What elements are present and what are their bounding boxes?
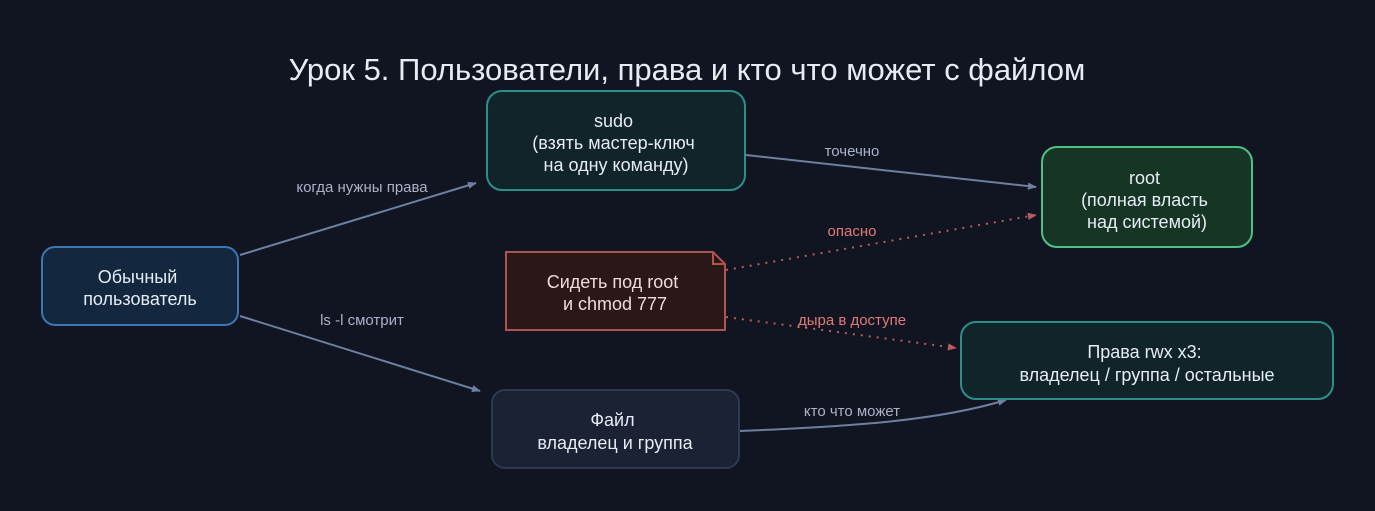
node-root-line-2: (полная власть: [1081, 190, 1208, 210]
node-perms-text: Права rwx x3: владелец / группа / осталь…: [1019, 342, 1274, 385]
node-warning-box: [505, 251, 726, 331]
edges: [239, 154, 1037, 432]
node-sudo-line-1: sudo: [594, 111, 633, 131]
node-user-line-2: пользователь: [83, 289, 197, 309]
edge-label-warning-root: опасно: [828, 223, 877, 240]
edge-labels: когда нужны права ls -l смотрит точечно …: [296, 143, 906, 420]
edge-label-user-sudo: когда нужны права: [296, 179, 428, 196]
node-file-line-2: владелец и группа: [537, 433, 693, 453]
node-sudo-box: [486, 90, 746, 191]
node-root-box: [1041, 146, 1253, 248]
node-sudo-text: sudo (взять мастер-ключ на одну команду): [532, 111, 700, 175]
node-root: root (полная власть над системой): [1041, 146, 1253, 248]
node-root-text: root (полная власть над системой): [1081, 168, 1213, 232]
node-user: Обычный пользователь: [41, 246, 239, 326]
edge-user-sudo: [239, 181, 477, 256]
node-user-line-1: Обычный: [98, 267, 178, 287]
note-corner-icon: [712, 252, 725, 265]
node-user-text: Обычный пользователь: [83, 267, 197, 309]
edge-user-file: [239, 315, 481, 393]
node-root-line-3: над системой): [1087, 212, 1207, 232]
diagram-title: Урок 5. Пользователи, права и кто что мо…: [289, 52, 1086, 87]
node-warning-text: Сидеть под root и chmod 777: [547, 272, 684, 314]
node-file-line-1: Файл: [590, 410, 634, 430]
node-warning-note: Сидеть под root и chmod 777: [505, 251, 726, 331]
edge-label-user-file: ls -l смотрит: [320, 312, 404, 329]
node-file-text: Файл владелец и группа: [537, 410, 693, 453]
node-file: Файл владелец и группа: [491, 389, 740, 469]
node-file-box: [491, 389, 740, 469]
edge-label-file-perms: кто что может: [804, 403, 900, 420]
node-perms: Права rwx x3: владелец / группа / осталь…: [960, 321, 1334, 400]
node-root-line-1: root: [1129, 168, 1160, 188]
edge-label-warning-perms: дыра в доступе: [798, 312, 906, 329]
node-warning-line-2: и chmod 777: [563, 294, 667, 314]
node-sudo-line-3: на одну команду): [544, 155, 689, 175]
node-sudo: sudo (взять мастер-ключ на одну команду): [486, 90, 746, 191]
node-sudo-line-2: (взять мастер-ключ: [532, 133, 694, 153]
node-warning-line-1: Сидеть под root: [547, 272, 678, 292]
edge-warning-root: [725, 212, 1037, 271]
edge-file-perms: [739, 398, 1007, 432]
edge-sudo-root: [745, 154, 1037, 190]
node-perms-box: [960, 321, 1334, 400]
edge-label-sudo-root: точечно: [825, 143, 880, 160]
node-perms-line-2: владелец / группа / остальные: [1019, 365, 1274, 385]
node-user-box: [41, 246, 239, 326]
node-perms-line-1: Права rwx x3:: [1087, 342, 1201, 362]
edge-warning-perms: [725, 316, 957, 351]
